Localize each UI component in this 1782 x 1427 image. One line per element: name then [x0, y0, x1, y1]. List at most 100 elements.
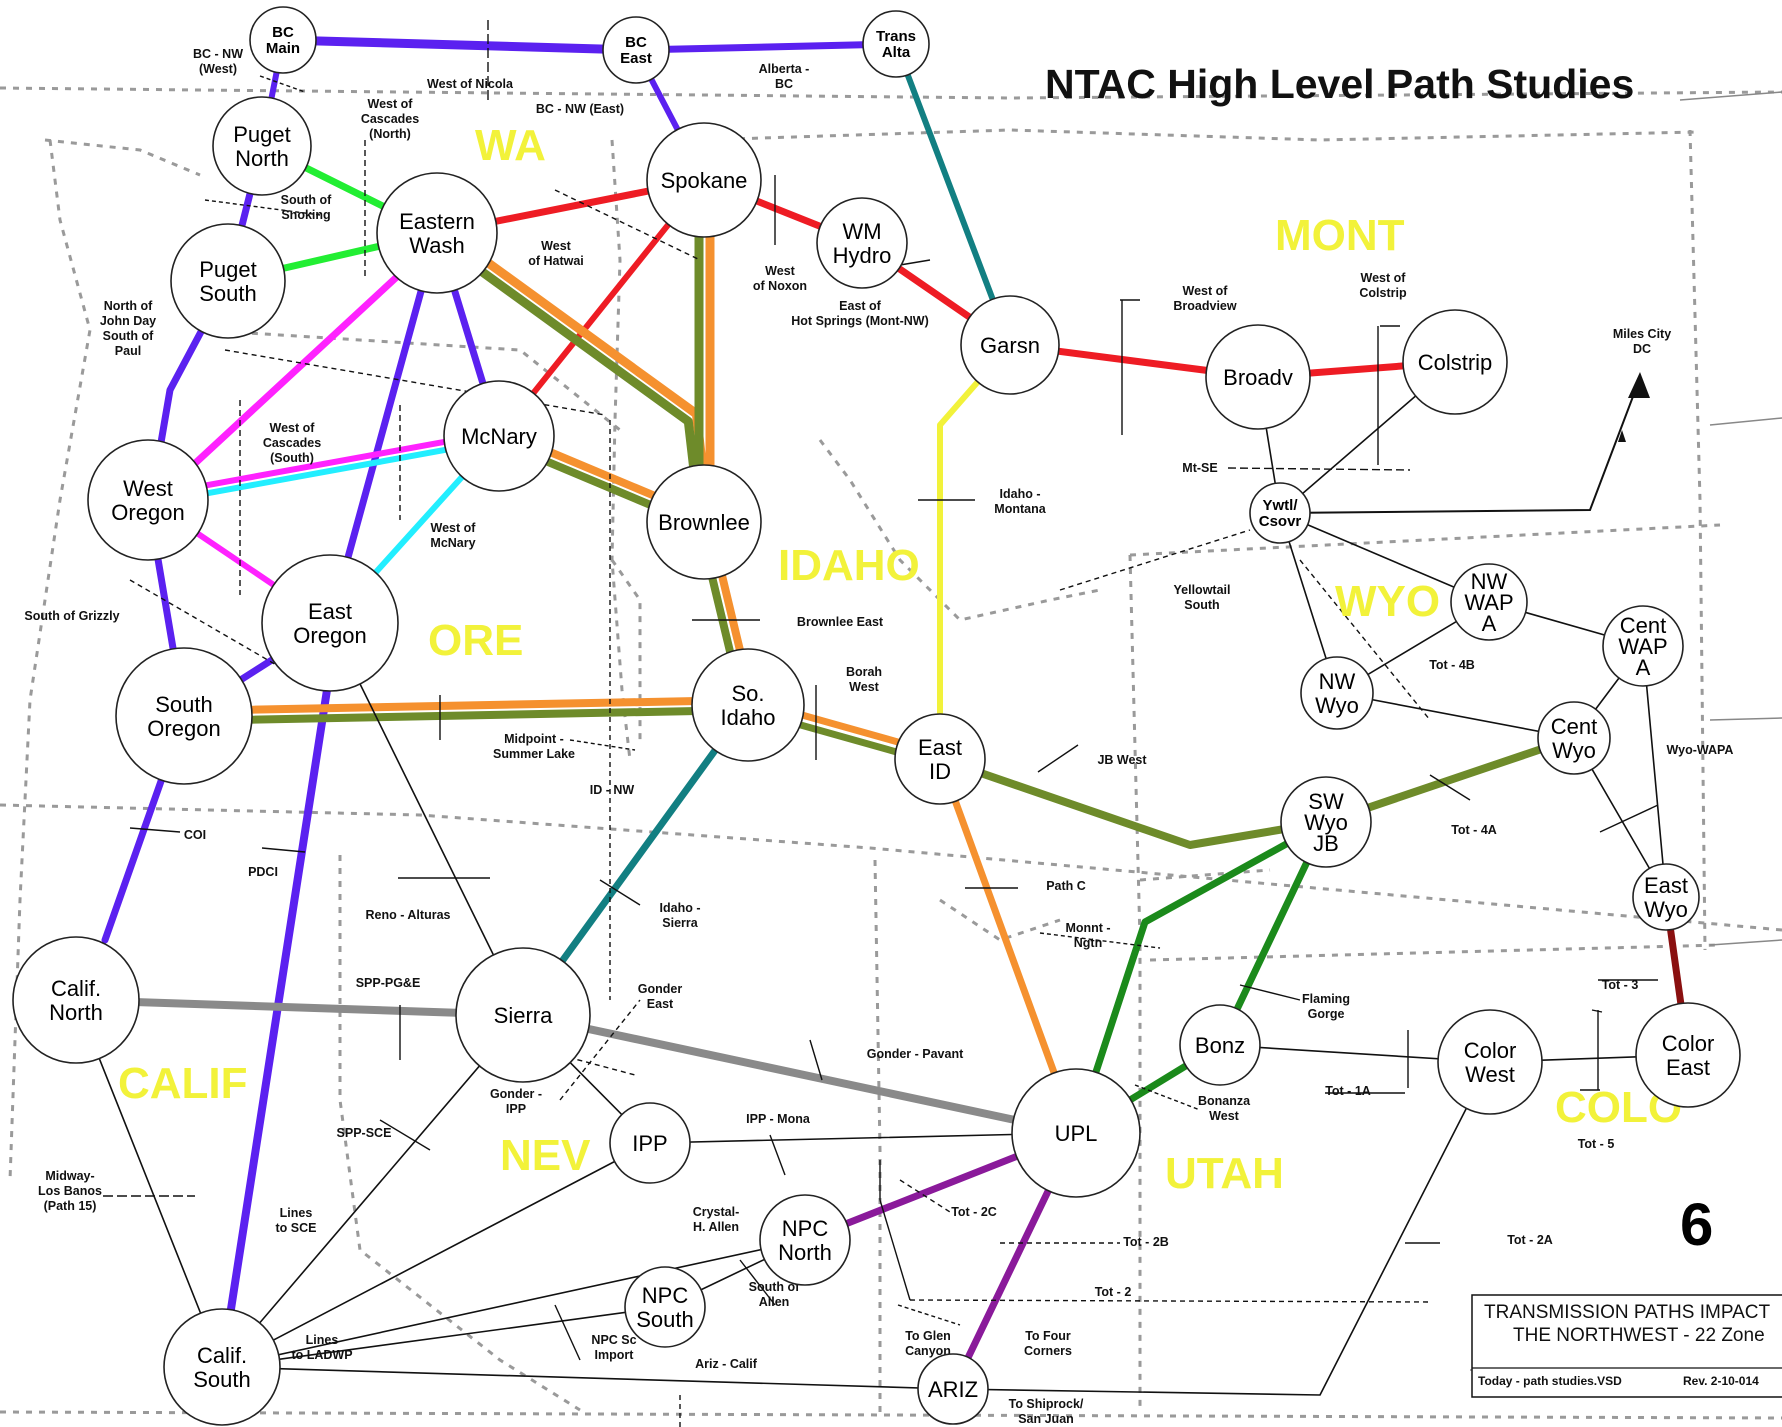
path-label-gonder-pavant: Gonder - Pavant: [867, 1047, 964, 1061]
line-black-68: [221, 1014, 524, 1368]
line-darkgreen-43: [1072, 818, 1330, 1137]
line-black-73: [221, 1366, 954, 1390]
path-label-ariz-calif: Ariz - Calif: [695, 1357, 758, 1371]
path-label-tot-4b: Tot - 4B: [1429, 658, 1475, 672]
line-black-67: [75, 999, 223, 1368]
path-label-tot-2c: Tot - 2C: [951, 1205, 997, 1219]
path-label-idaho-montana: Idaho -Montana: [994, 487, 1046, 516]
node-ipp: IPP: [609, 1102, 691, 1184]
path-label-brownlee-east: Brownlee East: [797, 615, 884, 629]
svg-text:Broadv: Broadv: [1223, 365, 1293, 390]
footer-line-1: TRANSMISSION PATHS IMPACT: [1484, 1302, 1770, 1323]
svg-text:So.Idaho: So.Idaho: [720, 681, 775, 730]
line-bc-11: [218, 686, 331, 1371]
line-teal-20: [893, 41, 1013, 348]
node-garsn: Garsn: [960, 295, 1060, 395]
line-black-70: [221, 1239, 806, 1368]
path-label-midway-los-banos: Midway-Los Banos(Path 15): [38, 1169, 102, 1213]
path-label-pdci: PDCI: [248, 865, 278, 879]
line-gray-46: [72, 996, 527, 1019]
node-brownlee: Brownlee: [646, 464, 762, 580]
path-label-tot-2: Tot - 2: [1095, 1285, 1132, 1299]
region-wyo: WYO: [1335, 577, 1440, 626]
path-label-spp-pge: SPP-PG&E: [356, 976, 421, 990]
node-ywtl-csovr: Ywtl/Csovr: [1249, 482, 1311, 544]
path-label-south-of-grizzly: South of Grizzly: [24, 609, 119, 623]
path-label-to-shiprock: To Shiprock/San Juan: [1009, 1397, 1084, 1426]
node-calif-south: Calif.South: [163, 1308, 281, 1426]
cut-plane-marks: [103, 20, 1659, 1427]
path-label-alberta-bc: Alberta -BC: [759, 62, 810, 91]
region-idaho: IDAHO: [778, 541, 920, 590]
path-label-id-nw: ID - NW: [590, 783, 635, 797]
node-mcnary: McNary: [443, 380, 555, 492]
region-nev: NEV: [500, 1131, 591, 1180]
line-black-64: [649, 1132, 1077, 1144]
path-label-jb-west: JB West: [1097, 753, 1147, 767]
path-label-ipp-mona: IPP - Mona: [746, 1112, 811, 1126]
line-black-72: [221, 1306, 666, 1368]
region-utah: UTAH: [1165, 1149, 1284, 1198]
svg-text:UPL: UPL: [1055, 1121, 1098, 1146]
svg-text:Calif.South: Calif.South: [193, 1343, 251, 1392]
region-labels: WA ORE IDAHO MONT WYO CALIF NEV UTAH COL…: [118, 121, 1682, 1198]
line-magenta-21: [147, 233, 444, 508]
line-yellow-38: [937, 342, 1013, 762]
path-label-tot-2a: Tot - 2A: [1507, 1233, 1553, 1247]
region-wa: WA: [475, 121, 546, 170]
path-label-tot-4a: Tot - 4A: [1451, 823, 1497, 837]
region-ore: ORE: [428, 616, 523, 665]
line-olive-35: [180, 705, 753, 725]
node-ariz: ARIZ: [917, 1353, 989, 1425]
svg-text:Bonz: Bonz: [1195, 1033, 1245, 1058]
path-label-path-c: Path C: [1046, 879, 1086, 893]
path-label-gonder-ipp: Gonder -IPP: [490, 1087, 542, 1116]
footer-file: Today - path studies.VSD: [1478, 1374, 1622, 1388]
node-so-idaho: So.Idaho: [691, 648, 805, 762]
svg-text:Sierra: Sierra: [494, 1003, 553, 1028]
path-label-monnt-ngtn: Monnt -Ngtn: [1065, 921, 1110, 950]
